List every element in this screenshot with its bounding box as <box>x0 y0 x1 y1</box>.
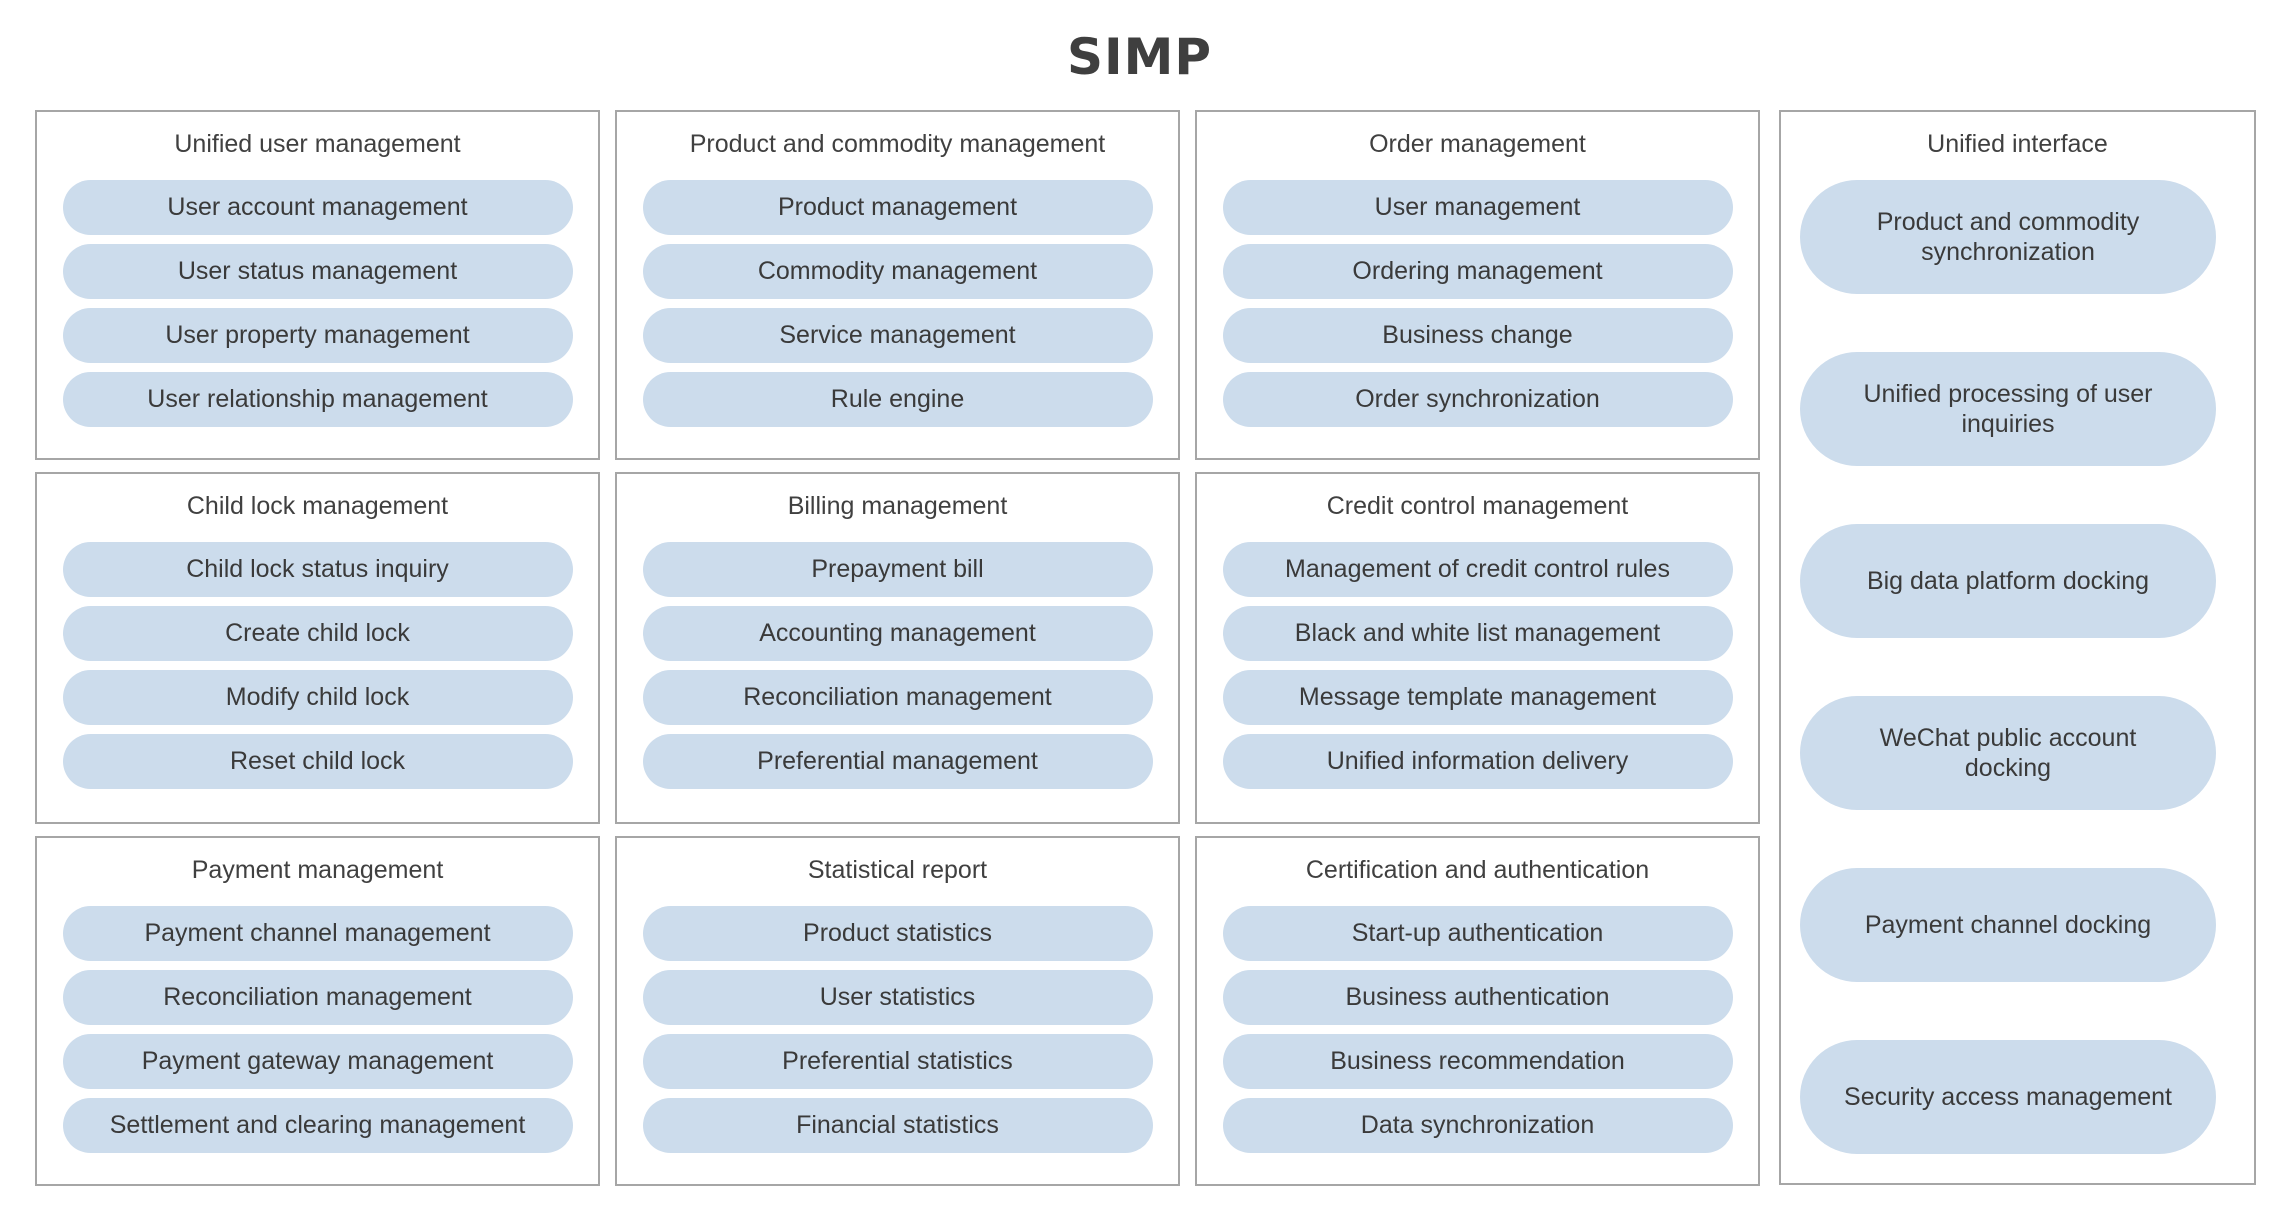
module-item: Payment gateway management <box>62 1034 573 1089</box>
module-title: Billing management <box>787 492 1008 520</box>
module-item: User status management <box>62 244 573 299</box>
module-item: Reset child lock <box>62 734 573 789</box>
module-item: Message template management <box>1222 670 1733 725</box>
module-item: Reconciliation management <box>62 970 573 1025</box>
module-item: Business authentication <box>1222 970 1733 1025</box>
unified-interface-title: Unified interface <box>1927 130 2108 158</box>
module-title: Child lock management <box>186 492 449 520</box>
module-title: Product and commodity management <box>689 130 1106 158</box>
module-item: Commodity management <box>642 244 1153 299</box>
interface-item: Big data platform docking <box>1800 524 2216 638</box>
interface-item: Unified processing of user inquiries <box>1800 352 2216 466</box>
module-title: Statistical report <box>807 856 988 884</box>
module-item: Settlement and clearing management <box>62 1098 573 1153</box>
module-panel-order-management: Order management User management Orderin… <box>1195 110 1760 460</box>
module-item: Create child lock <box>62 606 573 661</box>
module-item: Prepayment bill <box>642 542 1153 597</box>
module-item: Business recommendation <box>1222 1034 1733 1089</box>
module-item: Ordering management <box>1222 244 1733 299</box>
module-item: Rule engine <box>642 372 1153 427</box>
module-item: Product statistics <box>642 906 1153 961</box>
interface-item: Payment channel docking <box>1800 868 2216 982</box>
module-grid: Unified user management User account man… <box>35 110 1765 1186</box>
module-item: Service management <box>642 308 1153 363</box>
interface-item: Product and commodity synchronization <box>1800 180 2216 294</box>
module-items: User account management User status mana… <box>62 180 573 427</box>
interface-item: Security access management <box>1800 1040 2216 1154</box>
module-panel-certification-authentication: Certification and authentication Start-u… <box>1195 836 1760 1186</box>
diagram-title: SIMP <box>1066 28 1212 86</box>
module-items: Payment channel management Reconciliatio… <box>62 906 573 1153</box>
module-item: Business change <box>1222 308 1733 363</box>
interface-item: WeChat public account docking <box>1800 696 2216 810</box>
module-item: Preferential management <box>642 734 1153 789</box>
module-item: Product management <box>642 180 1153 235</box>
module-item: Child lock status inquiry <box>62 542 573 597</box>
module-title: Payment management <box>191 856 444 884</box>
module-item: Management of credit control rules <box>1222 542 1733 597</box>
module-item: Accounting management <box>642 606 1153 661</box>
module-item: Reconciliation management <box>642 670 1153 725</box>
module-title: Certification and authentication <box>1305 856 1650 884</box>
module-items: User management Ordering management Busi… <box>1222 180 1733 427</box>
module-item: Payment channel management <box>62 906 573 961</box>
module-panel-product-commodity-management: Product and commodity management Product… <box>615 110 1180 460</box>
module-item: Financial statistics <box>642 1098 1153 1153</box>
unified-interface-items: Product and commodity synchronization Un… <box>1800 180 2216 1180</box>
module-items: Prepayment bill Accounting management Re… <box>642 542 1153 789</box>
module-panel-unified-user-management: Unified user management User account man… <box>35 110 600 460</box>
module-item: User statistics <box>642 970 1153 1025</box>
module-item: User relationship management <box>62 372 573 427</box>
module-item: Modify child lock <box>62 670 573 725</box>
module-items: Product statistics User statistics Prefe… <box>642 906 1153 1153</box>
module-items: Child lock status inquiry Create child l… <box>62 542 573 789</box>
module-panel-billing-management: Billing management Prepayment bill Accou… <box>615 472 1180 824</box>
unified-interface-panel: Unified interface Product and commodity … <box>1779 110 2256 1185</box>
module-items: Management of credit control rules Black… <box>1222 542 1733 789</box>
module-items: Product management Commodity management … <box>642 180 1153 427</box>
module-panel-credit-control-management: Credit control management Management of … <box>1195 472 1760 824</box>
module-panel-statistical-report: Statistical report Product statistics Us… <box>615 836 1180 1186</box>
module-item: Black and white list management <box>1222 606 1733 661</box>
module-item: User property management <box>62 308 573 363</box>
module-panel-child-lock-management: Child lock management Child lock status … <box>35 472 600 824</box>
module-item: User management <box>1222 180 1733 235</box>
module-panel-payment-management: Payment management Payment channel manag… <box>35 836 600 1186</box>
module-title: Unified user management <box>174 130 461 158</box>
module-item: Order synchronization <box>1222 372 1733 427</box>
module-items: Start-up authentication Business authent… <box>1222 906 1733 1153</box>
module-item: Preferential statistics <box>642 1034 1153 1089</box>
module-item: Data synchronization <box>1222 1098 1733 1153</box>
module-item: User account management <box>62 180 573 235</box>
module-item: Start-up authentication <box>1222 906 1733 961</box>
module-title: Credit control management <box>1326 492 1629 520</box>
module-title: Order management <box>1369 130 1586 158</box>
module-item: Unified information delivery <box>1222 734 1733 789</box>
